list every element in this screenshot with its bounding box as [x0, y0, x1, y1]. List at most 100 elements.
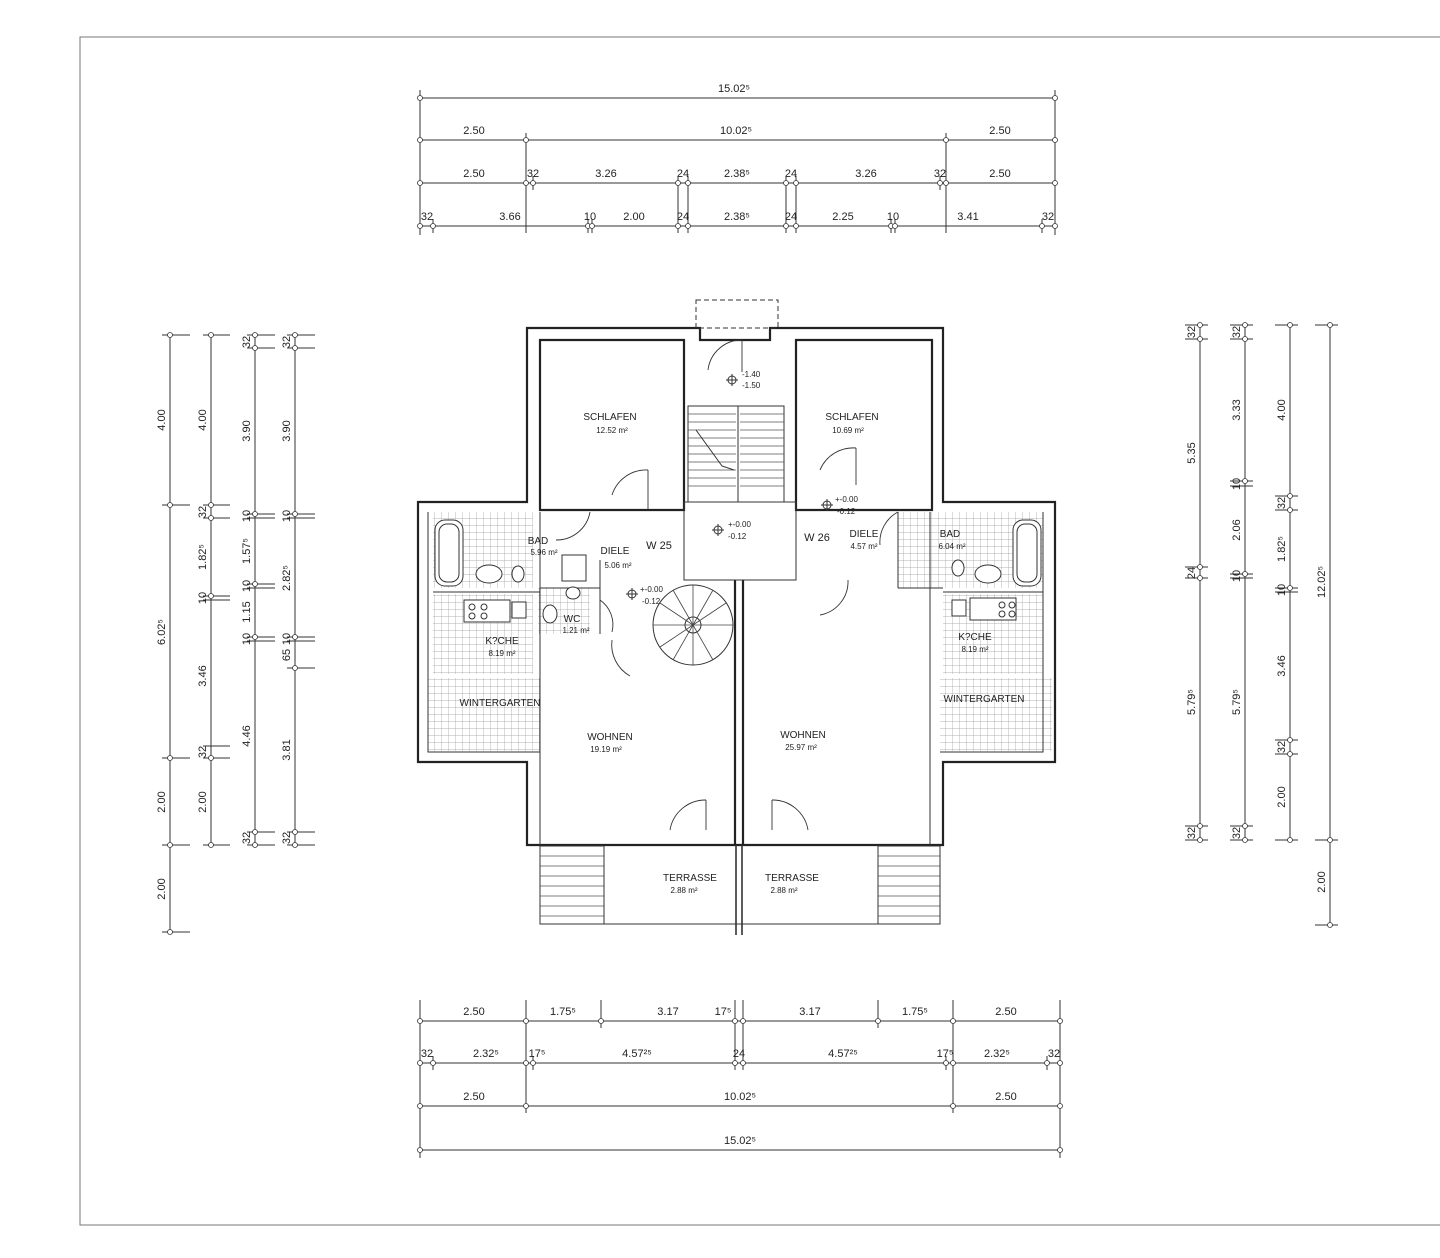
- fixtures: [434, 519, 1042, 624]
- terrace-stair-left: [539, 845, 605, 925]
- top-dim: 2.50: [463, 168, 484, 180]
- right-dim: 4.00: [1276, 399, 1288, 420]
- top-dim: 3.66: [499, 211, 520, 223]
- left-dim: 32: [241, 832, 253, 844]
- room-name: K?CHE: [958, 632, 992, 643]
- left-dim: 2.00: [197, 791, 209, 812]
- right-dim: 32: [1186, 827, 1198, 839]
- top-dim: 2.50: [989, 168, 1010, 180]
- left-dim: 3.90: [281, 420, 293, 441]
- right-dim: 24: [1186, 567, 1198, 579]
- bottom-dim: 2.50: [995, 1091, 1016, 1103]
- right-dim: 2.06: [1231, 519, 1243, 540]
- doors: [555, 339, 899, 831]
- room-name: TERRASSE: [663, 873, 717, 884]
- level-label: +-0.00: [835, 495, 858, 504]
- room-area: 2.88 m²: [670, 886, 697, 895]
- top-dim: 3.26: [595, 168, 616, 180]
- right-dim: 3.33: [1231, 399, 1243, 420]
- room-area: 4.57 m²: [850, 542, 877, 551]
- bottom-dimensions: 2.50 1.75⁵ 3.17 17⁵ 3.17 1.75⁵ 2.50 32 2…: [417, 1000, 1063, 1158]
- right-dim: 3.46: [1276, 655, 1288, 676]
- left-dim: 10: [281, 510, 293, 522]
- right-dim: 32: [1276, 741, 1288, 753]
- top-dim: 10: [887, 211, 899, 223]
- bottom-dim: 3.17: [657, 1006, 678, 1018]
- bottom-dim: 2.50: [463, 1091, 484, 1103]
- room-area: 19.19 m²: [590, 745, 622, 754]
- level-label: +-0.00: [728, 520, 751, 529]
- left-dim: 32: [197, 506, 209, 518]
- exterior-wall: [416, 326, 1057, 847]
- left-dim: 10: [281, 633, 293, 645]
- stair-arrow: [695, 429, 735, 471]
- schlafen-right-walls: [794, 338, 934, 512]
- room-name: DIELE: [850, 529, 879, 540]
- right-dim: 2.00: [1276, 786, 1288, 807]
- level-label: -0.12: [837, 507, 856, 516]
- top-dim: 2.38⁵: [724, 168, 750, 180]
- top-dim: 32: [1042, 211, 1054, 223]
- sheet-frame: [79, 36, 1440, 1226]
- room-area: 5.06 m²: [604, 561, 631, 570]
- room-area: 2.88 m²: [770, 886, 797, 895]
- bottom-dim: 32: [1048, 1048, 1060, 1060]
- room-name: BAD: [528, 536, 549, 547]
- top-dim-total: 15.02⁵: [718, 83, 750, 95]
- bottom-dim: 24: [733, 1048, 745, 1060]
- bottom-dim: 17⁵: [529, 1048, 546, 1060]
- right-dim: 10: [1231, 570, 1243, 582]
- right-dim: 32: [1186, 326, 1198, 338]
- bottom-dim: 1.75⁵: [902, 1006, 928, 1018]
- bottom-dim: 2.50: [995, 1006, 1016, 1018]
- room-name: BAD: [940, 529, 961, 540]
- left-dim: 32: [241, 336, 253, 348]
- right-dim: 12.02⁵: [1316, 566, 1328, 598]
- right-dim: 32: [1231, 326, 1243, 338]
- left-dim: 3.90: [241, 420, 253, 441]
- top-dim: 32: [934, 168, 946, 180]
- room-area: 1.21 m²: [562, 626, 589, 635]
- top-dim: 2.38⁵: [724, 211, 750, 223]
- left-dim: 10: [241, 510, 253, 522]
- bottom-dim: 10.02⁵: [724, 1091, 756, 1103]
- top-dim: 10: [584, 211, 596, 223]
- top-dim: 24: [785, 211, 797, 223]
- canopy-outline: [695, 299, 779, 329]
- right-dim: 32: [1276, 497, 1288, 509]
- right-dim: 32: [1231, 827, 1243, 839]
- left-dim: 1.82⁵: [197, 544, 209, 570]
- left-dim: 6.02⁵: [156, 619, 168, 645]
- room-area: 25.97 m²: [785, 743, 817, 752]
- level-label: -1.50: [742, 381, 761, 390]
- top-dim: 10.02⁵: [720, 125, 752, 137]
- top-dim: 2.00: [623, 211, 644, 223]
- wintergarten-right-floor: [940, 678, 1052, 751]
- unit-label-left: W 25: [646, 540, 672, 552]
- top-dim: 24: [677, 211, 689, 223]
- right-dimensions: 32 5.35 24 5.79⁵ 32 32 3.33 10 2.06 10 5…: [1185, 322, 1338, 928]
- spiral-stair: [652, 584, 734, 666]
- top-dim: 2.50: [989, 125, 1010, 137]
- terrace-stair-right: [877, 845, 941, 925]
- room-name: K?CHE: [485, 636, 519, 647]
- left-dim: 2.82⁵: [281, 565, 293, 591]
- bottom-dim: 4.57²⁵: [622, 1048, 652, 1060]
- bottom-dim-total: 15.02⁵: [724, 1135, 756, 1147]
- top-dim: 24: [677, 168, 689, 180]
- room-name: WOHNEN: [587, 732, 633, 743]
- room-area: 5.96 m²: [530, 548, 557, 557]
- level-label: -0.12: [642, 597, 661, 606]
- top-dim: 32: [527, 168, 539, 180]
- room-name: TERRASSE: [765, 873, 819, 884]
- bottom-dim: 17⁵: [937, 1048, 954, 1060]
- top-dim: 2.50: [463, 125, 484, 137]
- left-dim: 4.00: [197, 409, 209, 430]
- building-plan: [416, 299, 1057, 935]
- left-dim: 4.46: [241, 725, 253, 746]
- bottom-dim: 32: [421, 1048, 433, 1060]
- left-dim: 32: [281, 832, 293, 844]
- level-label: +-0.00: [640, 585, 663, 594]
- left-dim: 32: [197, 746, 209, 758]
